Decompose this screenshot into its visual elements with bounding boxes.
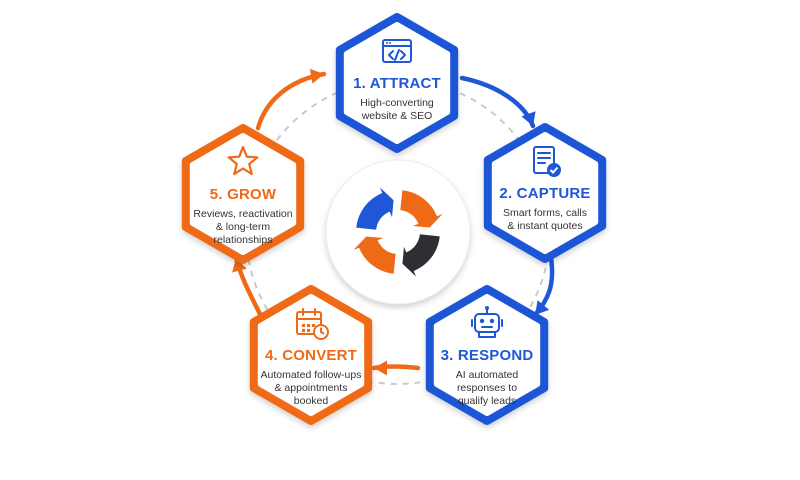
cycle-arrows-icon bbox=[325, 159, 471, 305]
step-description: AI automated responses to qualify leads bbox=[455, 369, 519, 407]
code-window-icon bbox=[382, 39, 412, 63]
connector-arrow-5-to-1 bbox=[255, 68, 327, 131]
step-convert-hexagon bbox=[249, 285, 373, 425]
form-check-icon bbox=[533, 146, 561, 177]
connector-arrow-2-to-3 bbox=[532, 255, 555, 318]
step-attract-hexagon bbox=[335, 13, 459, 153]
step-title: 2. CAPTURE bbox=[499, 185, 591, 202]
step-capture-hexagon bbox=[483, 123, 607, 263]
connector-arrow-1-to-2 bbox=[459, 75, 536, 129]
cycle-arrow-dark-icon bbox=[402, 234, 440, 277]
connector-arrow-4-to-5 bbox=[232, 255, 265, 321]
step-respond-hexagon bbox=[425, 285, 549, 425]
step-capture-label: 2. CAPTURE Smart forms, calls & instant … bbox=[485, 185, 605, 233]
cycle-arrow-orange-lower-icon bbox=[353, 236, 396, 274]
step-title: 5. GROW bbox=[209, 186, 277, 203]
step-description: High-converting website & SEO bbox=[360, 97, 434, 122]
star-icon bbox=[227, 145, 259, 176]
step-convert-label: 4. CONVERT Automated follow-ups & appoin… bbox=[251, 347, 371, 408]
step-title: 4. CONVERT bbox=[264, 347, 357, 364]
calendar-clock-icon bbox=[296, 308, 329, 340]
connector-arrow-3-to-4 bbox=[371, 360, 421, 376]
step-description: Automated follow-ups & appointments book… bbox=[260, 369, 362, 407]
cycle-arrow-blue-icon bbox=[356, 187, 394, 230]
step-attract-label: 1. ATTRACT High-converting website & SEO bbox=[337, 75, 457, 123]
step-title: 3. RESPOND bbox=[440, 347, 534, 364]
step-grow-hexagon bbox=[181, 124, 305, 264]
step-description: Reviews, reactivation & long-term relati… bbox=[193, 208, 293, 246]
step-description: Smart forms, calls & instant quotes bbox=[502, 207, 587, 232]
cycle-arrow-orange-icon bbox=[400, 190, 443, 228]
step-title: 1. ATTRACT bbox=[353, 75, 441, 92]
robot-icon bbox=[471, 306, 503, 338]
step-grow-label: 5. GROW Reviews, reactivation & long-ter… bbox=[183, 186, 303, 247]
step-respond-label: 3. RESPOND AI automated responses to qua… bbox=[427, 347, 547, 408]
